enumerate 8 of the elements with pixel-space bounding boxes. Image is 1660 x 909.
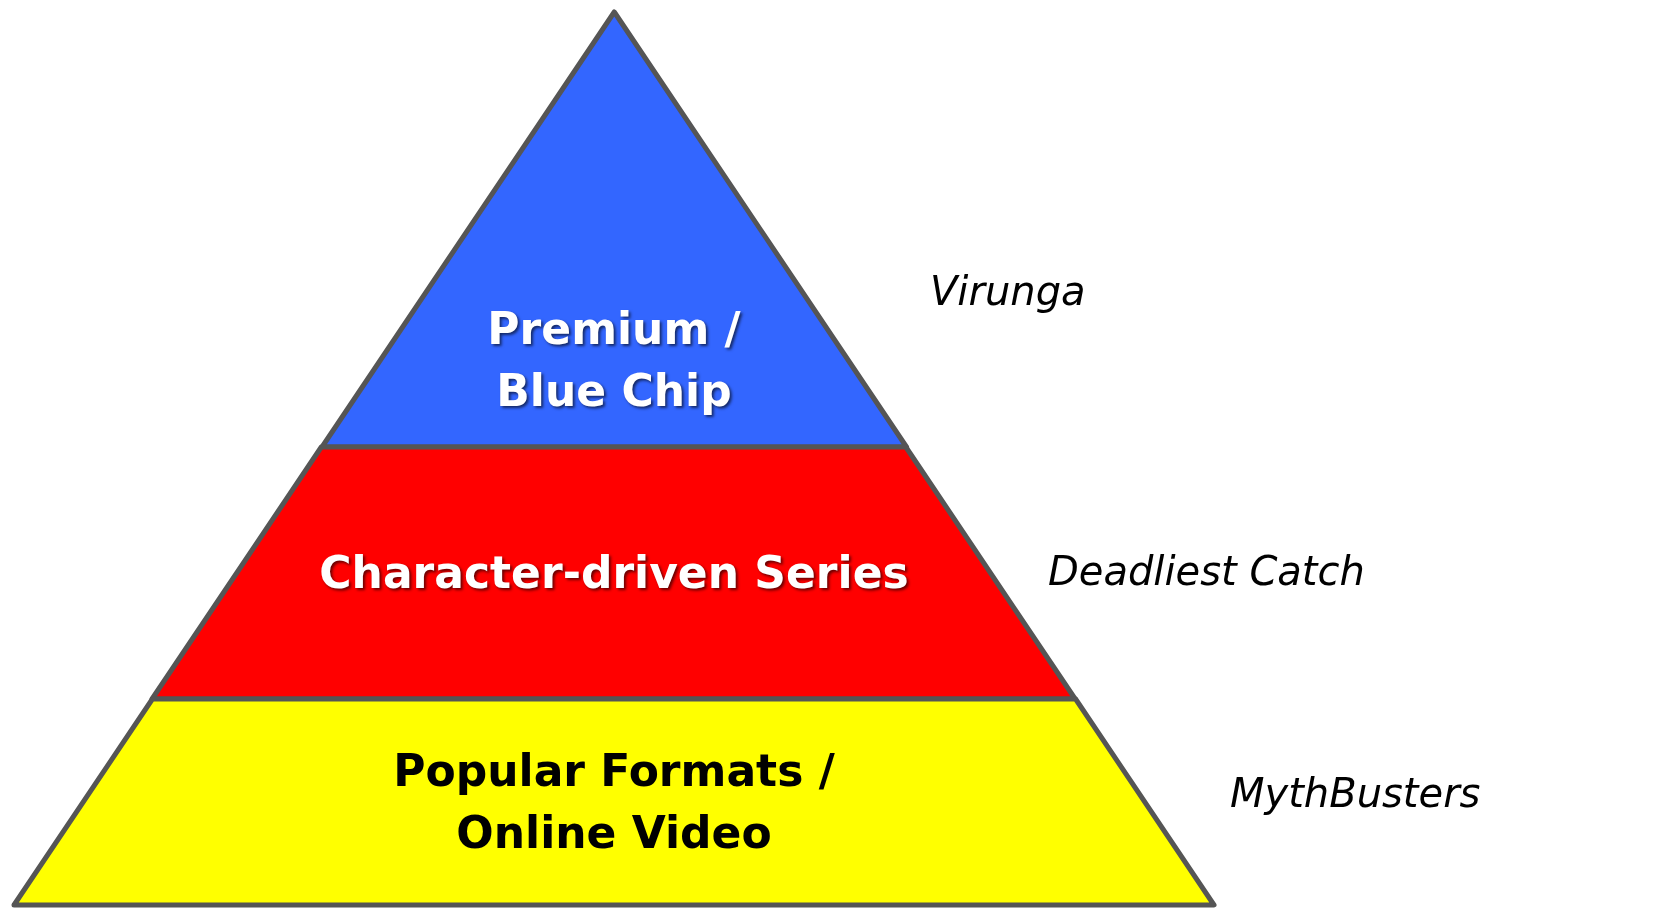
- example-title: Virunga: [930, 268, 1086, 314]
- tier-label: Premium / Blue Chip: [486, 301, 742, 418]
- tier-label: Popular Formats / Online Video: [392, 744, 836, 860]
- example-title: MythBusters: [1230, 770, 1481, 816]
- pyramid-tier: [14, 699, 1214, 905]
- example-title: Deadliest Catch: [1048, 548, 1365, 594]
- pyramid-tier: [321, 12, 907, 447]
- tier-label: Character-driven Series: [319, 546, 909, 601]
